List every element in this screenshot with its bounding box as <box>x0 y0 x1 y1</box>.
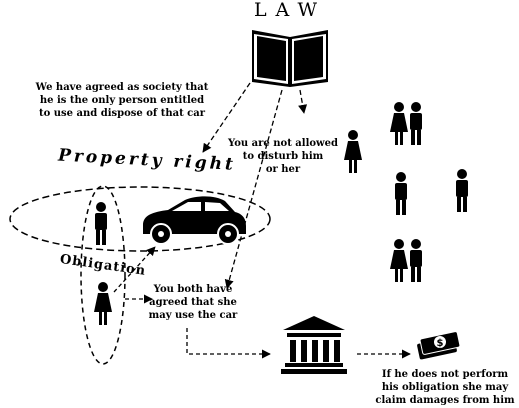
disturb-note: You are not allowed to disturb him or he… <box>224 137 342 176</box>
courthouse-icon <box>281 316 347 374</box>
user-woman-icon <box>94 282 112 325</box>
law-title: LAW <box>253 0 327 21</box>
disturb-note-line: to disturb him <box>242 151 324 162</box>
obligation-arrows <box>113 246 411 359</box>
people-icons <box>344 102 468 282</box>
damages-note-line: If he does not perform <box>381 369 509 380</box>
agreement-note-line: agreed that she <box>149 297 237 308</box>
society-note-line: We have agreed as society that <box>35 82 209 93</box>
damages-note-line: claim damages from him <box>375 395 515 406</box>
society-note-line: he is the only person entitled <box>39 95 205 106</box>
damages-note: If he does not perform his obligation sh… <box>375 368 515 407</box>
agreement-note-line: may use the car <box>148 310 238 321</box>
society-note: We have agreed as society that he is the… <box>22 81 222 120</box>
agreement-note-line: You both have <box>153 284 233 295</box>
property-right-ellipse <box>9 186 271 252</box>
disturb-note-line: You are not allowed <box>227 138 339 149</box>
damages-note-line: his obligation she may <box>381 382 509 393</box>
society-note-line: to use and dispose of that car <box>38 108 206 119</box>
disturb-note-line: or her <box>265 164 301 175</box>
obligation-ellipse <box>80 185 126 365</box>
agreement-note: You both have agreed that she may use th… <box>143 283 243 322</box>
open-book-icon <box>252 30 328 87</box>
law-arrows <box>202 82 308 289</box>
svg-text:$: $ <box>437 338 444 349</box>
dollar-bill-icon: $ <box>417 331 461 360</box>
owner-man-icon <box>95 202 107 245</box>
car-icon <box>143 196 246 245</box>
